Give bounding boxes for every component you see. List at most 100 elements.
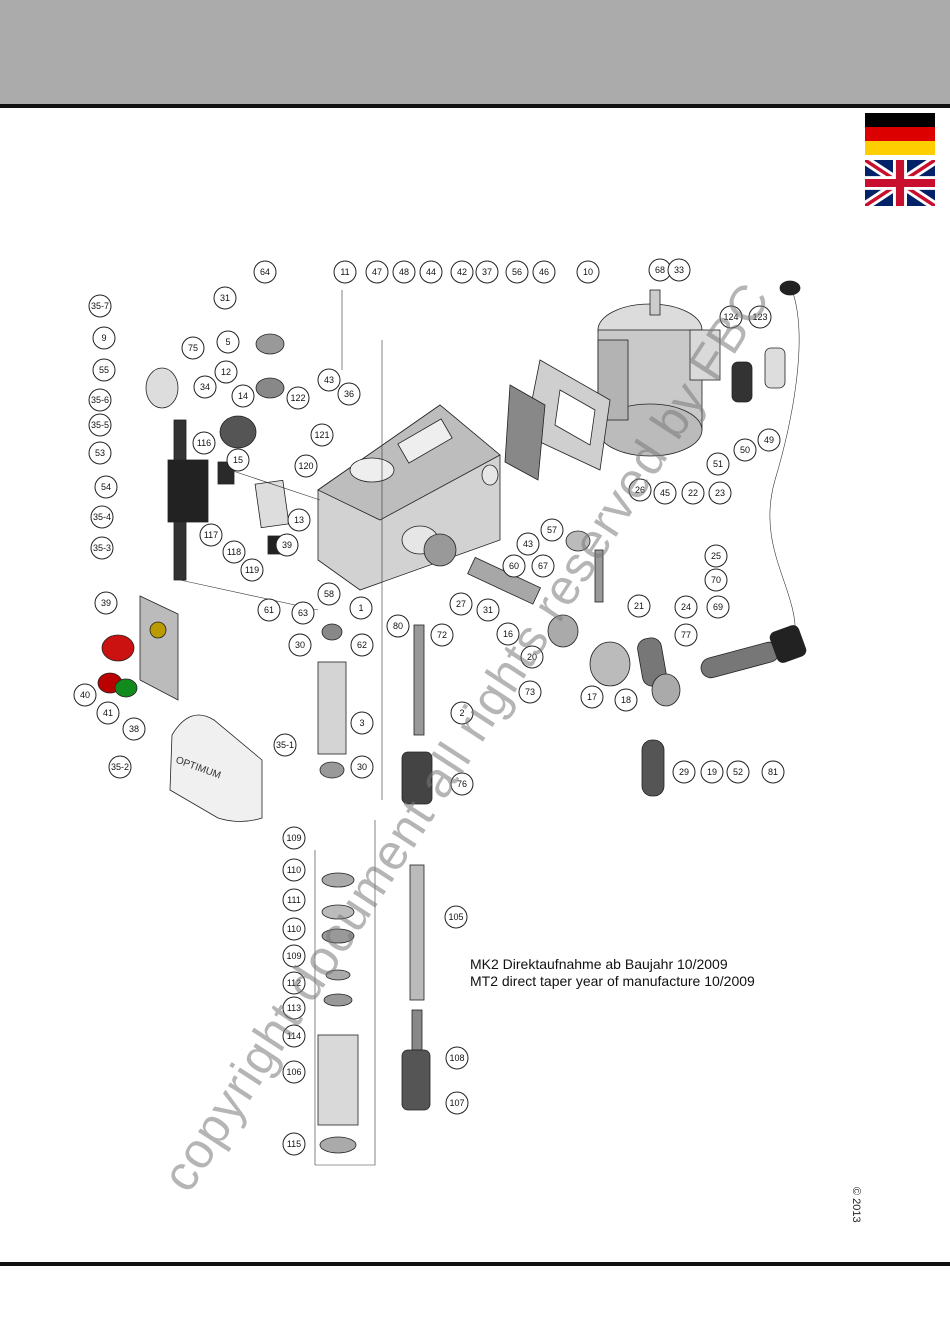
part-number: 43	[324, 375, 334, 385]
part-callout: 35-2	[108, 755, 132, 779]
part-number: 22	[688, 488, 698, 498]
part-number: 20	[527, 652, 537, 662]
drill-chuck	[401, 751, 433, 805]
caption-english: MT2 direct taper year of manufacture 10/…	[470, 973, 755, 989]
part-number: 41	[103, 708, 113, 718]
part-number: 76	[457, 779, 467, 789]
part-callout: 16	[496, 622, 520, 646]
part-number: 31	[483, 605, 493, 615]
part-callout: 112	[282, 971, 306, 995]
part-callout: 38	[122, 717, 146, 741]
part-callout: 114	[282, 1024, 306, 1048]
part-callout: 11	[333, 260, 357, 284]
part-callout: 111	[282, 888, 306, 912]
part-number: 64	[260, 267, 270, 277]
part-callout: 3	[350, 711, 374, 735]
feed-handles	[637, 637, 780, 797]
part-number: 119	[245, 565, 259, 575]
part-number: 44	[426, 267, 436, 277]
lower-quill	[317, 1034, 359, 1126]
part-callout: 49	[757, 428, 781, 452]
gasket-plate	[504, 384, 546, 481]
part-number: 69	[713, 602, 723, 612]
lower-drill-chuck	[401, 1049, 431, 1111]
taper-arbor	[409, 864, 425, 1001]
part-callout: 41	[96, 701, 120, 725]
part-number: 40	[80, 690, 90, 700]
part-callout: 40	[73, 683, 97, 707]
part-callout: 115	[282, 1132, 306, 1156]
part-number: 1	[358, 603, 363, 613]
part-number: 9	[101, 333, 106, 343]
part-callout: 26	[628, 478, 652, 502]
part-number: 118	[227, 547, 241, 557]
part-number: 36	[344, 389, 354, 399]
part-callout: 72	[430, 623, 454, 647]
part-number: 113	[287, 1003, 301, 1013]
switch-housing	[167, 459, 209, 523]
part-callout: 123	[748, 305, 772, 329]
part-callout: 39	[94, 591, 118, 615]
part-callout: 75	[181, 336, 205, 360]
motor	[597, 289, 721, 457]
part-number: 47	[372, 267, 382, 277]
part-number: 2	[459, 708, 464, 718]
part-callout: 116	[192, 431, 216, 455]
part-number: 34	[200, 382, 210, 392]
part-number: 39	[101, 598, 111, 608]
part-number: 12	[221, 367, 231, 377]
part-number: 72	[437, 630, 447, 640]
part-number: 63	[298, 608, 308, 618]
part-number: 70	[711, 575, 721, 585]
part-number: 35-7	[91, 301, 109, 311]
part-number: 110	[287, 924, 301, 934]
part-callout: 61	[257, 598, 281, 622]
part-callout: 107	[445, 1091, 469, 1115]
part-number: 45	[660, 488, 670, 498]
part-callout: 51	[706, 452, 730, 476]
part-number: 112	[287, 978, 301, 988]
part-number: 27	[456, 599, 466, 609]
part-callout: 122	[286, 386, 310, 410]
part-number: 19	[707, 767, 717, 777]
german-flag-icon[interactable]	[865, 113, 935, 155]
part-callout: 31	[213, 286, 237, 310]
chuck-guard	[169, 714, 263, 822]
part-number: 46	[539, 267, 549, 277]
part-number: 73	[525, 687, 535, 697]
uk-flag-icon[interactable]	[865, 160, 935, 206]
part-callout: 69	[706, 595, 730, 619]
header-band	[0, 0, 950, 106]
part-number: 77	[681, 630, 691, 640]
part-callout: 36	[337, 382, 361, 406]
part-callout: 35-1	[273, 733, 297, 757]
part-number: 124	[723, 312, 738, 322]
part-number: 35-5	[91, 420, 109, 430]
part-number: 11	[340, 267, 349, 277]
part-number: 51	[713, 459, 723, 469]
part-callout: 35-5	[88, 413, 112, 437]
part-callout: 81	[761, 760, 785, 784]
part-number: 35-3	[93, 543, 111, 553]
part-number: 35-6	[91, 395, 109, 405]
part-number: 62	[357, 640, 367, 650]
part-callout: 47	[365, 260, 389, 284]
part-callout: 109	[282, 944, 306, 968]
part-number: 23	[715, 488, 725, 498]
part-callout: 21	[627, 594, 651, 618]
part-number: 39	[282, 540, 292, 550]
part-callout: 35-4	[90, 505, 114, 529]
part-callout: 76	[450, 772, 474, 796]
part-number: 57	[547, 525, 557, 535]
part-callout: 30	[350, 755, 374, 779]
part-callout: 2	[450, 701, 474, 725]
part-number: 33	[674, 265, 684, 275]
part-number: 75	[188, 343, 198, 353]
part-number: 68	[655, 265, 665, 275]
part-callouts: 643151412347595535-735-635-5535435-435-3…	[73, 258, 785, 1156]
part-callout: 10	[576, 260, 600, 284]
part-callout: 110	[282, 917, 306, 941]
part-callout: 35-7	[88, 294, 112, 318]
part-number: 54	[101, 482, 111, 492]
